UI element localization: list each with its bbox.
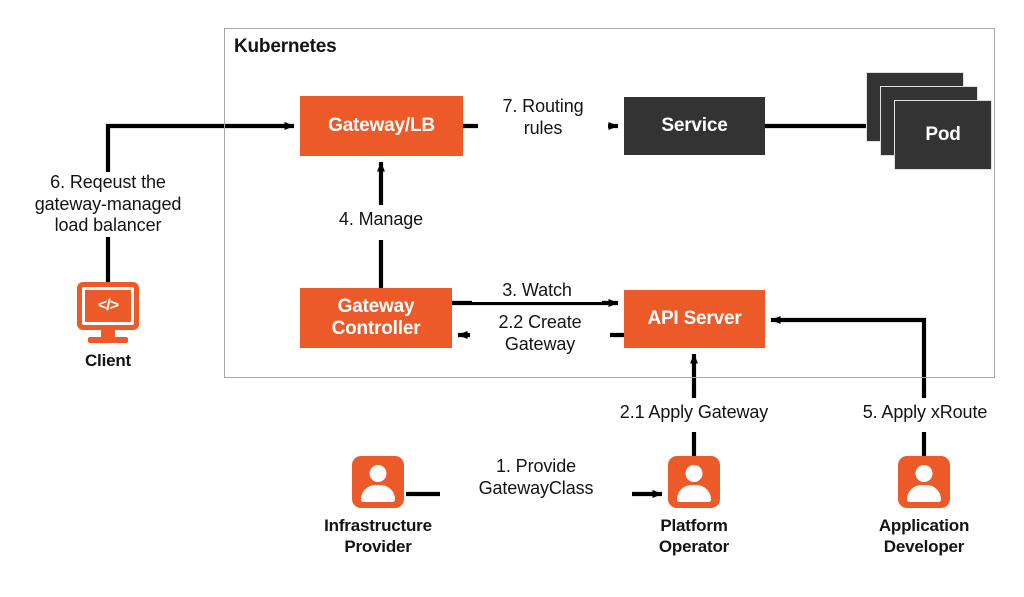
actor-client[interactable]: </> Client bbox=[56, 282, 160, 371]
edge-label-request-load-balancer: 6. Reqeust the gateway-managed load bala… bbox=[12, 172, 204, 237]
person-head bbox=[685, 465, 703, 482]
person-body bbox=[677, 485, 711, 502]
actor-platform-operator[interactable]: Platform Operator bbox=[616, 456, 772, 558]
pod-layer-front: Pod bbox=[894, 100, 992, 170]
node-pod-stack[interactable]: Pod bbox=[866, 72, 996, 170]
node-service[interactable]: Service bbox=[624, 97, 765, 155]
actor-label-application-developer: Application Developer bbox=[878, 516, 970, 557]
client-monitor-icon: </> bbox=[77, 282, 139, 330]
node-gateway-controller[interactable]: Gateway Controller bbox=[300, 288, 452, 348]
person-head bbox=[369, 465, 387, 482]
edge-label-provide-gatewayclass: 1. Provide GatewayClass bbox=[440, 456, 632, 500]
person-body bbox=[361, 485, 395, 502]
kubernetes-cluster-label: Kubernetes bbox=[234, 36, 337, 57]
actor-application-developer[interactable]: Application Developer bbox=[846, 456, 1002, 558]
actor-label-platform-operator: Platform Operator bbox=[658, 516, 730, 557]
person-icon bbox=[352, 456, 404, 508]
monitor-neck bbox=[101, 330, 115, 337]
actor-label-infrastructure-provider: Infrastructure Provider bbox=[324, 516, 432, 557]
edge-label-manage: 4. Manage bbox=[315, 209, 447, 231]
person-icon bbox=[898, 456, 950, 508]
monitor-base bbox=[88, 337, 128, 343]
edge-label-apply-gateway: 2.1 Apply Gateway bbox=[598, 402, 790, 424]
node-api-server[interactable]: API Server bbox=[624, 290, 765, 348]
edge-label-apply-xroute: 5. Apply xRoute bbox=[832, 402, 1018, 424]
code-glyph: </> bbox=[82, 287, 134, 325]
actor-label-client: Client bbox=[84, 351, 132, 370]
person-head bbox=[915, 465, 933, 482]
edge-label-create-gateway: 2.2 Create Gateway bbox=[470, 312, 610, 356]
edge-label-routing-rules: 7. Routing rules bbox=[478, 96, 608, 140]
actor-infrastructure-provider[interactable]: Infrastructure Provider bbox=[300, 456, 456, 558]
person-body bbox=[907, 485, 941, 502]
node-gateway-lb[interactable]: Gateway/LB bbox=[300, 96, 463, 156]
person-icon bbox=[668, 456, 720, 508]
edge-label-watch: 3. Watch bbox=[472, 280, 602, 302]
kubernetes-cluster-boundary bbox=[224, 28, 995, 378]
